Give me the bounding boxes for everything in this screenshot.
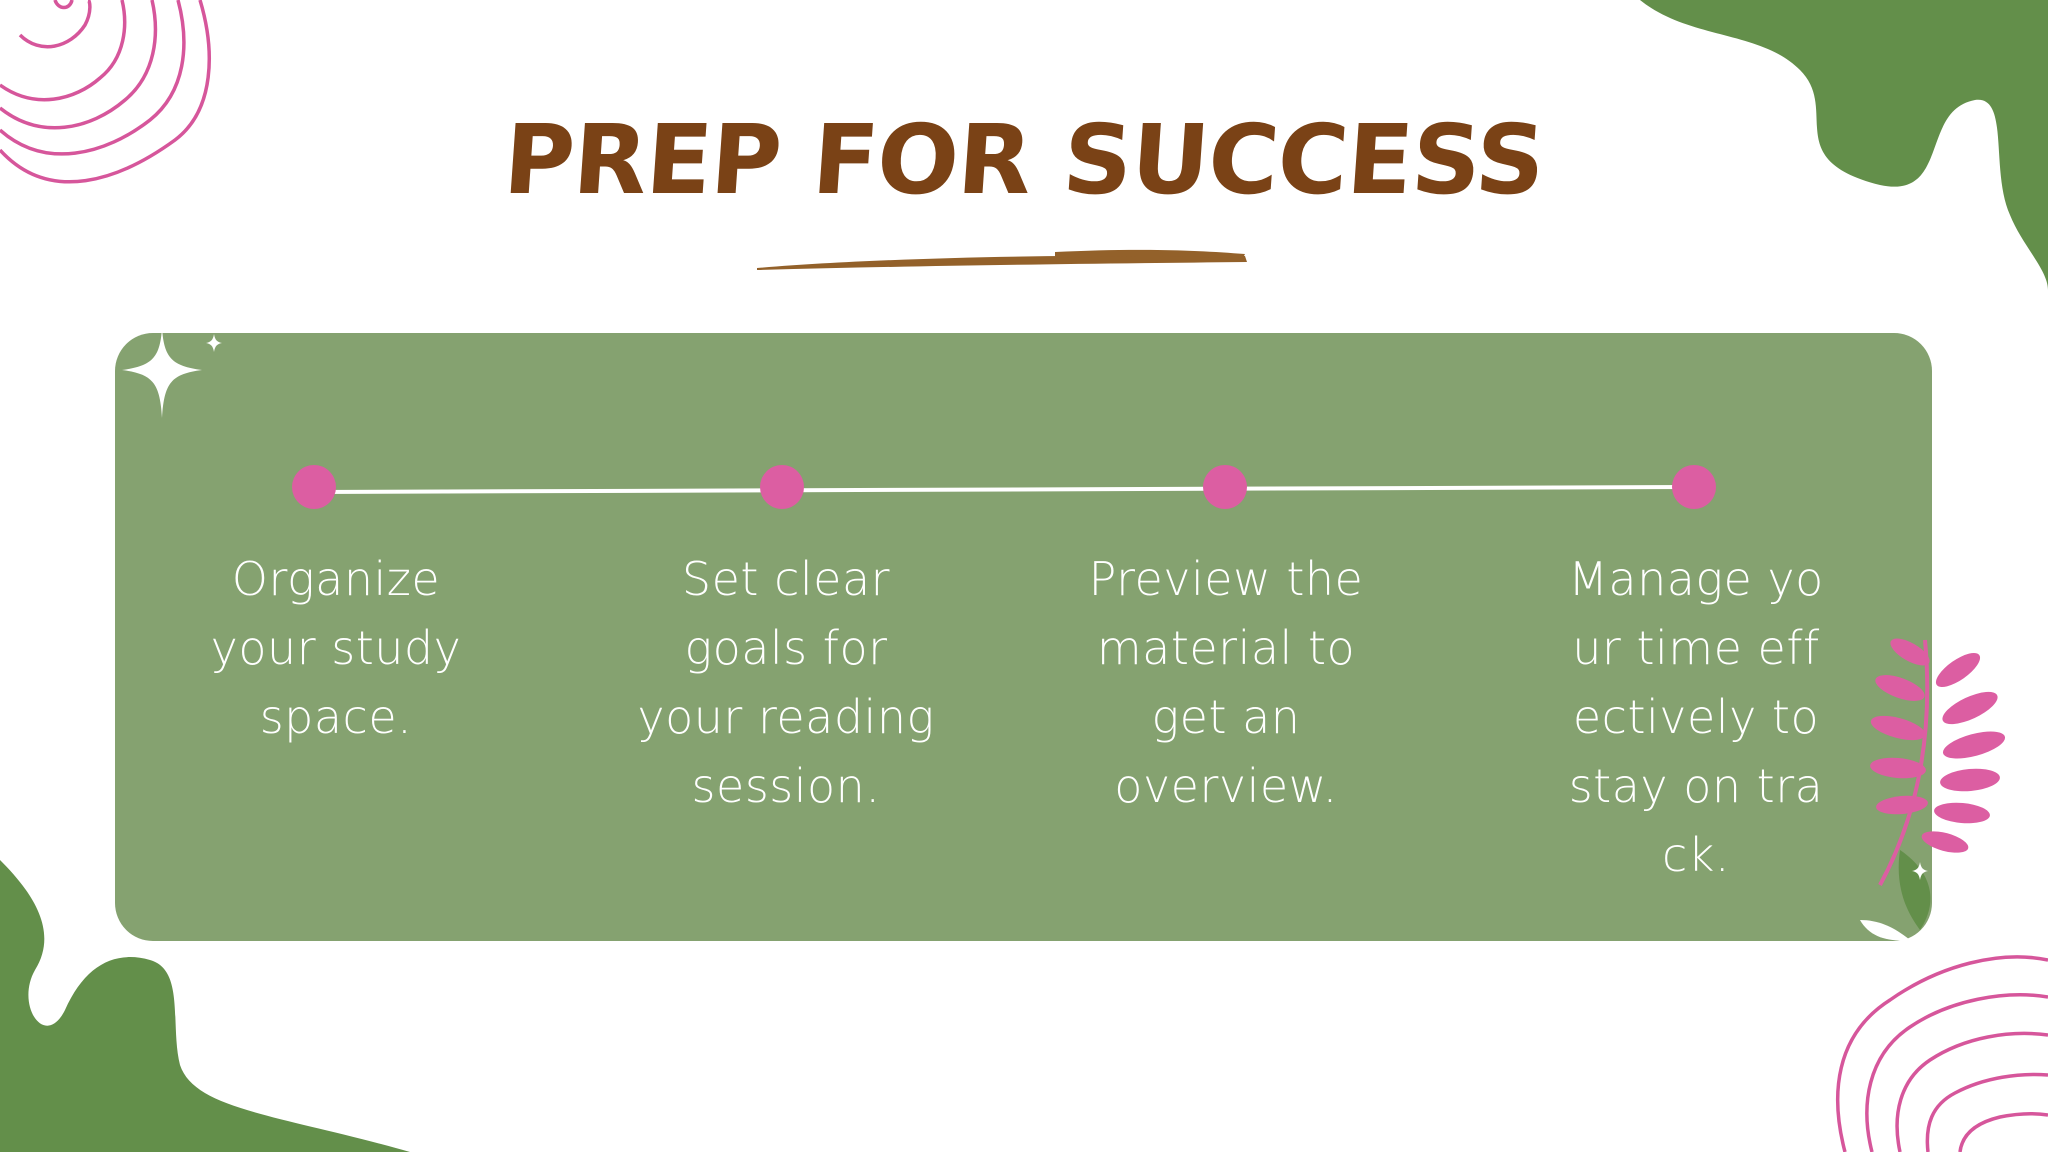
swirl-decoration-top-left [0, 0, 211, 184]
slide-title: PREP FOR SUCCESS [500, 104, 1548, 216]
step-1-text: Organize your study space. [210, 552, 462, 744]
blob-decoration-bottom-left [0, 860, 410, 1152]
sparkle-icon [122, 328, 222, 418]
step-4-text: Manage your time effectively to stay on … [1568, 552, 1824, 882]
leaf-decoration [1860, 850, 1931, 941]
step-3-text: Preview the material to get an overview. [1088, 552, 1364, 813]
step-2-text: Set clear goals for your reading session… [637, 552, 935, 813]
steps-panel [115, 333, 1932, 941]
fern-leaf-icon [1870, 638, 2006, 886]
title-underline [757, 249, 1247, 270]
blob-decoration-top-right [1640, 0, 2048, 290]
swirl-decoration-bottom-right [1835, 955, 2048, 1152]
